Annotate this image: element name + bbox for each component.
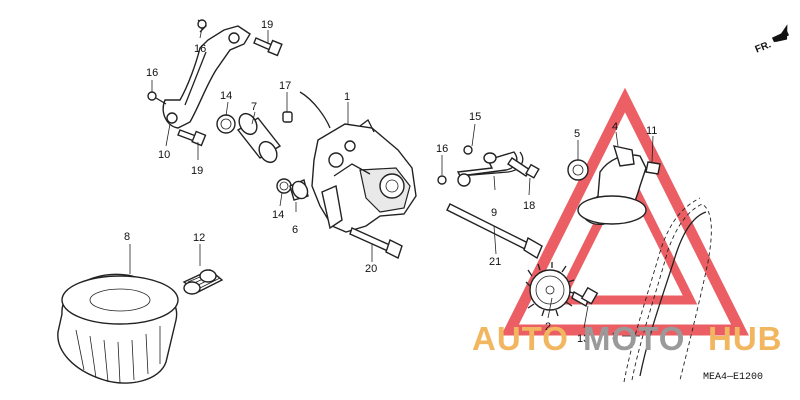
callout-3: 3 — [612, 331, 618, 343]
callout-10: 10 — [158, 149, 170, 161]
watermark-text: AUTO MOTO HUB — [472, 320, 783, 357]
callout-19-top: 19 — [261, 19, 273, 31]
callout-11: 11 — [646, 125, 657, 137]
diagram-code: MEA4—E1200 — [703, 372, 763, 383]
watermark-triangle-inner — [552, 159, 698, 305]
watermark-moto: MOTO — [583, 320, 685, 357]
callout-4: 4 — [612, 121, 618, 133]
oil-pump-sprocket — [525, 262, 599, 317]
leader-lines — [129, 27, 654, 337]
watermark-logo — [501, 87, 749, 336]
callout-9: 9 — [491, 207, 497, 219]
callout-17: 17 — [279, 80, 291, 92]
front-direction-indicator: FR. — [754, 24, 790, 56]
watermark-triangle-outer — [501, 87, 749, 336]
callout-13: 13 — [577, 333, 589, 345]
callout-15: 15 — [469, 111, 481, 123]
callout-2: 2 — [545, 321, 551, 333]
oil-pipe-9 — [437, 145, 540, 187]
callout-16-left: 16 — [146, 67, 158, 79]
callout-12: 12 — [193, 232, 205, 244]
oil-pipe-bracket — [147, 19, 283, 147]
callout-6: 6 — [292, 224, 298, 236]
callout-20: 20 — [365, 263, 377, 275]
callout-16-top: 16 — [194, 43, 206, 55]
callout-8: 8 — [124, 231, 130, 243]
callout-7: 7 — [251, 101, 257, 113]
oil-pump-assembly — [299, 91, 417, 233]
callout-16-right: 16 — [436, 143, 448, 155]
oil-pump-sleeve — [216, 111, 309, 201]
callout-18: 18 — [523, 200, 535, 212]
callouts: 1 2 3 4 5 6 7 8 9 10 11 12 13 14 14 15 1… — [124, 19, 657, 345]
callout-19-bottom: 19 — [191, 165, 203, 177]
watermark-hub: HUB — [708, 320, 783, 357]
oil-filter — [57, 273, 179, 384]
callout-1: 1 — [344, 91, 350, 103]
callout-5: 5 — [574, 128, 580, 140]
mounting-bolts — [349, 203, 543, 260]
callout-14-lower: 14 — [272, 209, 284, 221]
watermark-auto: AUTO — [472, 320, 569, 357]
drive-chain — [623, 197, 712, 383]
fr-label: FR. — [754, 39, 773, 55]
filter-stud — [182, 269, 224, 295]
callout-14-upper: 14 — [220, 90, 232, 102]
oil-strainer — [567, 145, 661, 225]
callout-21: 21 — [489, 256, 501, 268]
fr-arrow-shaft — [771, 30, 790, 43]
